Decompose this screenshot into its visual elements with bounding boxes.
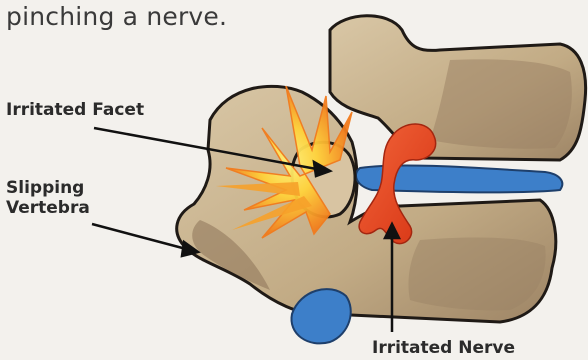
caption-text: pinching a nerve.: [6, 2, 227, 31]
label-slipping-vertebra-line1: Slipping: [6, 178, 90, 198]
label-irritated-nerve: Irritated Nerve: [372, 338, 515, 358]
label-irritated-facet: Irritated Facet: [6, 100, 144, 120]
vertebra-shadow-lower: [408, 238, 545, 311]
label-slipping-vertebra-line2: Vertebra: [6, 198, 90, 218]
upper-vertebra-shadow: [430, 59, 572, 148]
label-slipping-vertebra: Slipping Vertebra: [6, 178, 90, 218]
